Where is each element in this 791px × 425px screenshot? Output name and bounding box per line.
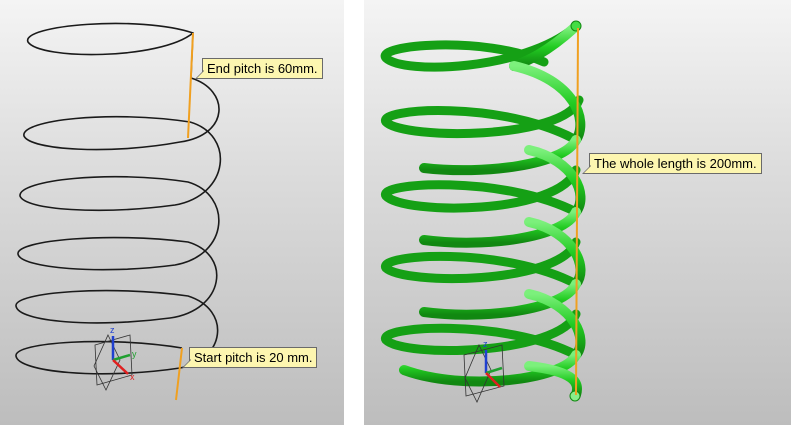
spring-canvas: z (380, 20, 586, 403)
x-axis-line-right (485, 372, 501, 388)
whole-length-callout: The whole length is 200mm. (582, 153, 762, 174)
end-pitch-callout: End pitch is 60mm. (195, 58, 323, 79)
viewport-spring-solid[interactable]: z The whole length is 200mm. (364, 0, 791, 425)
spring-back-coils (380, 23, 584, 360)
axis-gizmo: z y x (93, 325, 137, 391)
y-axis-line-right (485, 366, 503, 375)
helix-curve (15, 22, 222, 375)
axis-gizmo-right: z (463, 339, 505, 403)
start-pitch-measure-line (175, 347, 183, 401)
z-axis-label: z (110, 325, 115, 335)
x-axis-label: x (130, 372, 135, 382)
start-pitch-callout: Start pitch is 20 mm. (181, 347, 318, 368)
end-pitch-measure-line (187, 32, 194, 139)
whole-length-measure-line (575, 27, 579, 396)
z-axis-label-right: z (483, 339, 488, 349)
spring-bottom-endcap (569, 390, 581, 402)
viewport-helix-curve[interactable]: z y x End pitch is 60mm. Start pitch is … (0, 0, 344, 425)
spring-front-coils (399, 23, 586, 400)
y-axis-label: y (132, 349, 137, 359)
y-axis-line (112, 353, 131, 362)
helix-curve-canvas: z y x (15, 22, 222, 401)
spring-top-endcap (570, 20, 582, 32)
x-axis-line (112, 359, 129, 375)
